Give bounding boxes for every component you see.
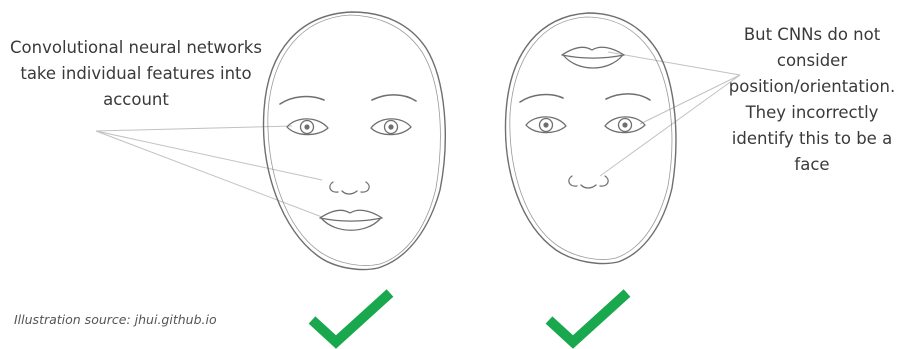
check-mark-right	[549, 293, 627, 342]
right-face-eye-left	[526, 117, 566, 133]
check-mark-left	[312, 293, 390, 342]
left-face-eye-right	[371, 119, 411, 135]
left-face-eye-left	[287, 119, 328, 135]
check-mark-icon	[312, 293, 390, 342]
pointer-line-mouth	[96, 131, 322, 217]
right-face-nose	[569, 176, 608, 188]
left-face-mouth	[320, 210, 382, 230]
left-caption-line: account	[0, 87, 272, 113]
left-pointer-lines	[96, 126, 322, 217]
right-caption-line: face	[712, 152, 912, 178]
pointer-line-nose	[96, 131, 322, 180]
left-face-nose	[330, 182, 369, 194]
right-face-eyebrow-left	[520, 95, 563, 102]
illustration-source-note: Illustration source: jhui.github.io	[14, 312, 217, 327]
right-face-mouth	[562, 47, 624, 68]
right-face-eyebrow-right	[606, 94, 650, 100]
right-caption-line: position/orientation.	[712, 74, 912, 100]
right-face	[505, 13, 675, 264]
right-caption-line: But CNNs do not	[712, 22, 912, 48]
left-caption-line: Convolutional neural networks	[0, 35, 272, 61]
left-caption-line: take individual features into	[0, 61, 272, 87]
right-caption-line: consider	[712, 48, 912, 74]
right-caption-line: They incorrectly	[712, 100, 912, 126]
left-face-eyebrow-left	[280, 97, 324, 104]
right-caption: But CNNs do not consider position/orient…	[712, 22, 912, 178]
left-caption: Convolutional neural networks take indiv…	[0, 35, 272, 113]
left-face	[264, 12, 446, 270]
right-caption-line: identify this to be a	[712, 126, 912, 152]
left-face-outline	[264, 12, 446, 270]
check-mark-icon	[549, 293, 627, 342]
left-face-eyebrow-right	[372, 95, 416, 101]
pointer-line-eye	[96, 126, 292, 131]
right-face-eye-right	[605, 117, 645, 133]
